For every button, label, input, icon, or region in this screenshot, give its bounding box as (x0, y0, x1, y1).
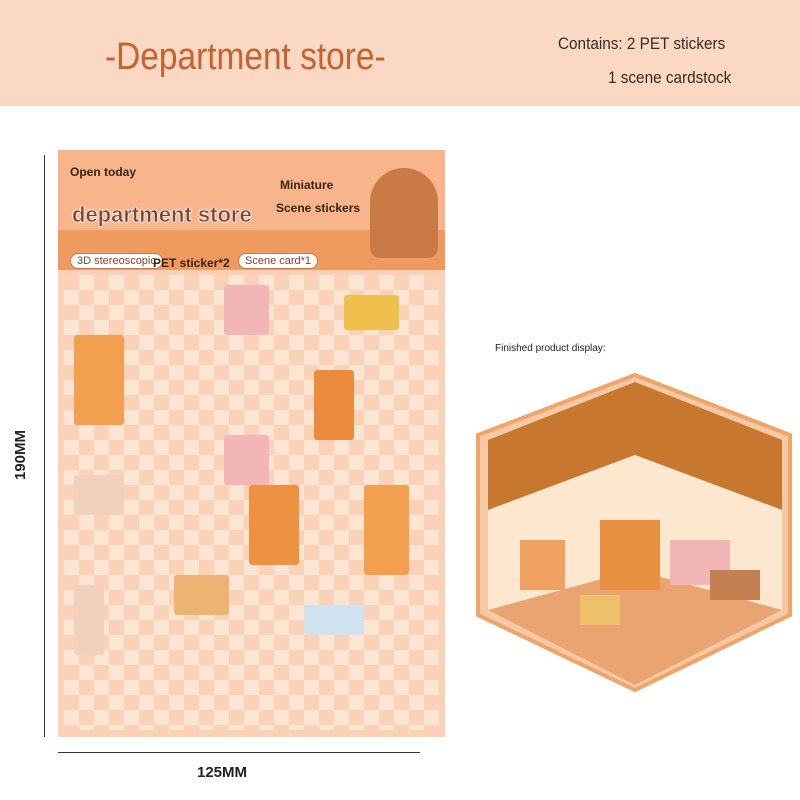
scene-card-badge: Scene card*1 (238, 253, 319, 269)
sticker-pieces (64, 275, 439, 730)
display-label: Finished product display: (495, 343, 606, 354)
width-dimension-label: 125MM (197, 764, 248, 781)
height-dimension-label: 190MM (12, 429, 29, 480)
sticker-sheet-image: Open today department store Miniature Sc… (58, 150, 445, 737)
sheet-header: Open today department store Miniature Sc… (58, 150, 445, 270)
open-today-label: Open today (70, 165, 137, 179)
page-title: -Department store- (105, 36, 386, 78)
pet-sticker-label: PET sticker*2 (153, 256, 230, 270)
3d-badge: 3D stereoscopic (70, 253, 163, 269)
contents-line-2: 1 scene cardstock (608, 68, 732, 87)
height-dimension-line (44, 155, 45, 737)
capybara-illustration (370, 168, 438, 258)
width-dimension-line (58, 752, 420, 753)
store-name: department store (72, 202, 252, 228)
finished-scene-image (476, 372, 792, 693)
header-banner: -Department store- Contains: 2 PET stick… (0, 0, 800, 106)
scene-stickers-label: Scene stickers (276, 201, 361, 215)
contents-line-1: Contains: 2 PET stickers (558, 34, 726, 53)
miniature-label: Miniature (280, 178, 334, 192)
